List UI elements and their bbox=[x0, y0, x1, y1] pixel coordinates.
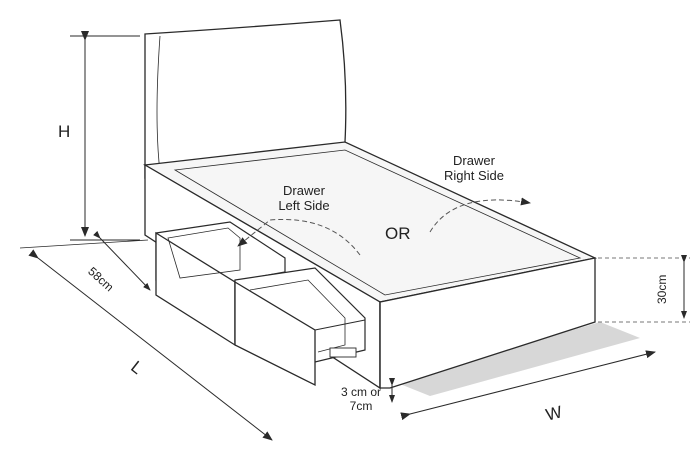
height-label: H bbox=[58, 122, 71, 141]
drawer-left-label-line2: Left Side bbox=[278, 197, 330, 213]
drawer-left-arrow bbox=[237, 218, 361, 256]
bed-top-inner bbox=[173, 149, 582, 296]
drawer-left-label-line1: Drawer bbox=[283, 183, 325, 198]
drawer-right-arrow bbox=[429, 197, 531, 233]
drawer-right-label-line2: Right Side bbox=[444, 167, 504, 183]
leg-height-label: 3 cm or 7cm bbox=[333, 385, 389, 414]
width-dimension-line bbox=[400, 350, 656, 421]
leg-height-label-line2: 7cm bbox=[349, 398, 373, 413]
drawer-left-label: Drawer Left Side bbox=[272, 183, 336, 214]
drawer-right-label-line1: Drawer bbox=[453, 153, 495, 168]
base-height-label: 30cm bbox=[655, 274, 669, 304]
drawer-runner bbox=[329, 347, 357, 358]
or-label: OR bbox=[385, 224, 411, 243]
leg-height-label-line1: 3 cm or bbox=[340, 385, 381, 399]
drawer-right-label: Drawer Right Side bbox=[434, 153, 514, 184]
headboard bbox=[144, 19, 347, 179]
length-dimension-line bbox=[28, 249, 273, 441]
headboard-seam bbox=[156, 35, 161, 173]
